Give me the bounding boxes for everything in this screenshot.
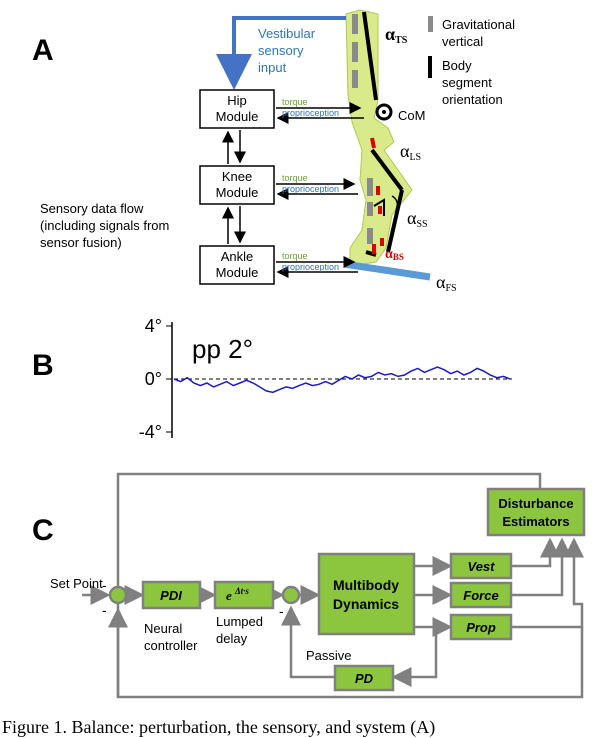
neural-label-line1: Neural bbox=[144, 621, 182, 636]
y-tick-neg4: -4° bbox=[139, 422, 162, 442]
lumped-label-line2: delay bbox=[216, 631, 248, 646]
legend-vertical-line1: Gravitational bbox=[442, 17, 515, 32]
vestibular-label-line1: Vestibular bbox=[258, 26, 316, 41]
angle-ts-label: αTS bbox=[385, 24, 408, 46]
legend-segment-line3: orientation bbox=[442, 92, 503, 107]
svg-text:Dynamics: Dynamics bbox=[333, 596, 399, 612]
multibody-block: Multibody Dynamics bbox=[317, 552, 416, 636]
sensory-flow-line3: sensor fusion) bbox=[40, 235, 122, 250]
legend-segment-line1: Body bbox=[442, 58, 472, 73]
lumped-label-line1: Lumped bbox=[216, 614, 263, 629]
svg-text:Prop: Prop bbox=[466, 620, 496, 635]
y-tick-4: 4° bbox=[145, 316, 162, 336]
svg-text:PD: PD bbox=[355, 671, 374, 686]
sway-trace bbox=[173, 366, 511, 394]
vestibular-label-line2: sensory bbox=[258, 43, 304, 58]
vest-block: Vest bbox=[449, 552, 513, 580]
knee-angle-arc bbox=[391, 195, 399, 211]
torque-proprio-arrows bbox=[276, 102, 364, 278]
figure-caption: Figure 1. Balance: perturbation, the sen… bbox=[2, 717, 435, 738]
angle-bs-label: αBS bbox=[385, 247, 404, 262]
legend-vertical-swatch bbox=[428, 16, 433, 32]
summer-1 bbox=[108, 585, 128, 605]
svg-text:e: e bbox=[226, 588, 232, 603]
hip-module: Hip Module bbox=[199, 89, 275, 129]
legend-segment-line2: segment bbox=[442, 75, 492, 90]
panel-b-letter: B bbox=[32, 349, 54, 382]
svg-text:Force: Force bbox=[463, 588, 498, 603]
delay-block: e Δt·s bbox=[213, 580, 275, 610]
disturbance-estimators-block: Disturbance Estimators bbox=[486, 487, 586, 537]
foot-segment bbox=[343, 260, 431, 281]
y-tick-0: 0° bbox=[145, 369, 162, 389]
angle-fs-label: αFS bbox=[436, 272, 457, 294]
neural-label-line2: controller bbox=[144, 638, 198, 653]
body-silhouette bbox=[345, 9, 413, 267]
module-interlinks bbox=[222, 130, 246, 244]
summer-2 bbox=[281, 585, 301, 605]
panel-b-chart: 4° 0° -4° pp 2° bbox=[139, 316, 512, 442]
pd-block: PD bbox=[333, 664, 395, 692]
hip-torque-label: torque bbox=[282, 97, 308, 107]
pdi-block: PDI bbox=[141, 580, 202, 610]
svg-text:Ankle: Ankle bbox=[221, 249, 254, 264]
svg-text:Module: Module bbox=[216, 109, 259, 124]
gravitational-vertical-marks bbox=[352, 14, 373, 244]
vestibular-label-line3: input bbox=[258, 60, 287, 75]
vestibular-arrow bbox=[216, 16, 346, 90]
com-label: CoM bbox=[398, 108, 425, 123]
legend-segment-swatch bbox=[428, 56, 432, 78]
ankle-angle-mark bbox=[373, 198, 385, 216]
svg-text:Disturbance: Disturbance bbox=[498, 496, 573, 511]
svg-text:Estimators: Estimators bbox=[502, 514, 569, 529]
ankle-torque-label: torque bbox=[282, 251, 308, 261]
segment-orientation-lines bbox=[362, 11, 404, 257]
angle-ss-label: αSS bbox=[407, 208, 428, 230]
svg-text:Knee: Knee bbox=[222, 169, 252, 184]
prop-block: Prop bbox=[449, 613, 513, 641]
svg-text:Vest: Vest bbox=[468, 559, 496, 574]
svg-text:Δt·s: Δt·s bbox=[234, 586, 249, 596]
sensory-flow-line1: Sensory data flow bbox=[40, 201, 144, 216]
svg-text:Module: Module bbox=[216, 185, 259, 200]
ankle-proprio-label: proprioception bbox=[282, 262, 339, 272]
svg-text:PDI: PDI bbox=[160, 588, 182, 603]
set-point-label: Set Point bbox=[50, 576, 103, 591]
svg-text:Module: Module bbox=[216, 265, 259, 280]
hip-proprio-label: proprioception bbox=[282, 108, 339, 118]
knee-module: Knee Module bbox=[199, 165, 275, 205]
panel-c-letter: C bbox=[32, 514, 54, 547]
svg-text:Multibody: Multibody bbox=[333, 577, 399, 593]
passive-label: Passive bbox=[306, 648, 352, 663]
summer2-minus: - bbox=[279, 603, 284, 619]
panel-a-letter: A bbox=[32, 34, 54, 67]
sensory-flow-line2: (including signals from bbox=[40, 218, 169, 233]
ankle-module: Ankle Module bbox=[199, 245, 275, 285]
summer1-minus-bottom: - bbox=[102, 602, 107, 618]
angle-ls-label: αLS bbox=[400, 141, 421, 163]
knee-torque-label: torque bbox=[282, 173, 308, 183]
pp-annotation: pp 2° bbox=[192, 334, 253, 364]
legend-vertical-line2: vertical bbox=[442, 34, 483, 49]
svg-text:Hip: Hip bbox=[227, 93, 247, 108]
summer1-minus-top: - bbox=[102, 577, 107, 593]
knee-proprio-label: proprioception bbox=[282, 184, 339, 194]
red-markers bbox=[370, 137, 384, 254]
control-loop-lines bbox=[82, 472, 584, 699]
force-block: Force bbox=[449, 581, 513, 609]
